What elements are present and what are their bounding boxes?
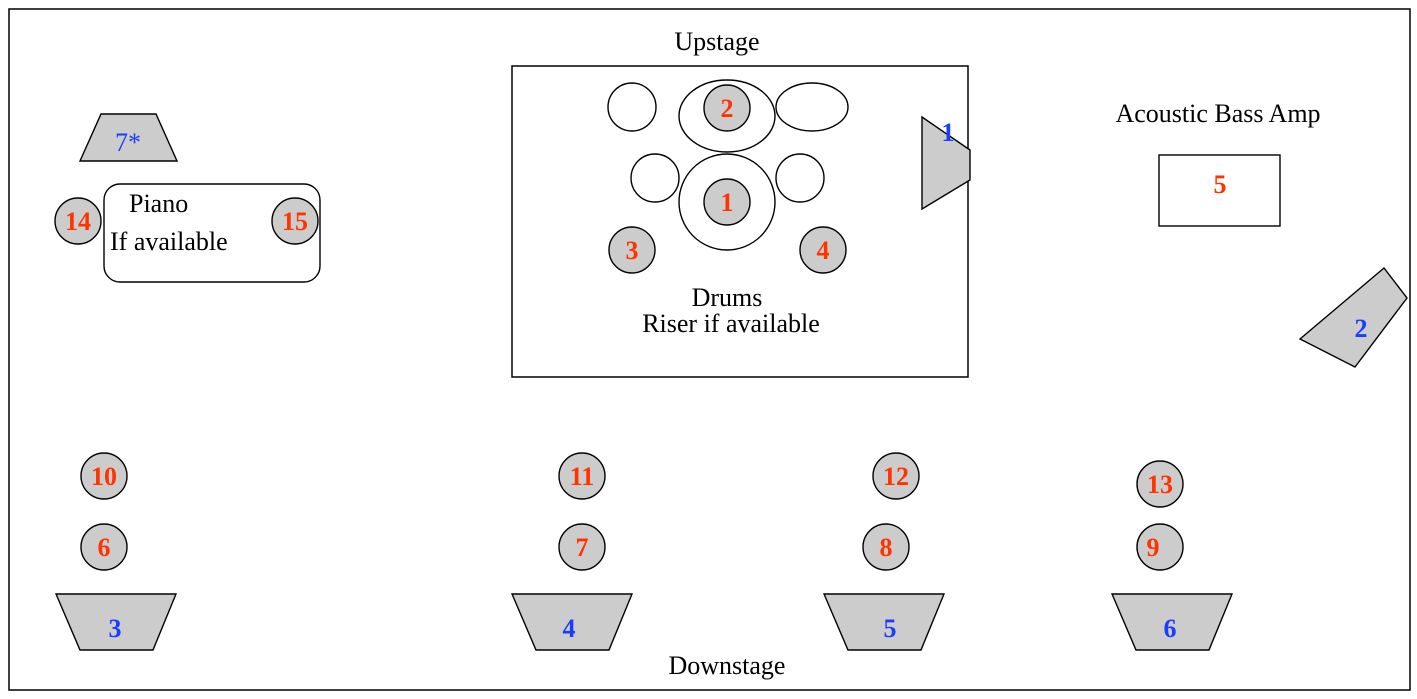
svg-text:1: 1 bbox=[721, 188, 734, 217]
svg-text:4: 4 bbox=[817, 236, 830, 265]
downstage-label: Downstage bbox=[669, 651, 786, 680]
drums-label: Drums bbox=[692, 283, 763, 312]
mic-12: 12 bbox=[872, 452, 920, 500]
mic-14: 14 bbox=[54, 197, 102, 245]
monitor-wedge-2: 2 bbox=[1298, 266, 1408, 368]
mic-4: 4 bbox=[799, 226, 847, 274]
svg-text:10: 10 bbox=[91, 462, 117, 491]
upstage-label: Upstage bbox=[674, 27, 759, 56]
mic-6: 6 bbox=[80, 523, 128, 571]
monitor-wedge-4: 4 bbox=[510, 593, 634, 651]
mic-2: 2 bbox=[703, 84, 751, 132]
svg-text:13: 13 bbox=[1147, 470, 1173, 499]
mic-15: 15 bbox=[271, 197, 319, 245]
piano: Piano If available 14 15 bbox=[54, 183, 321, 283]
svg-text:1: 1 bbox=[942, 118, 955, 147]
svg-text:5: 5 bbox=[884, 614, 897, 643]
mic-10: 10 bbox=[80, 452, 128, 500]
svg-text:12: 12 bbox=[883, 462, 909, 491]
monitor-wedge-7: 7* bbox=[78, 113, 179, 162]
monitor-wedge-3: 3 bbox=[54, 593, 178, 651]
mic-5: 5 bbox=[1214, 170, 1227, 199]
drum-tom-left bbox=[630, 153, 680, 203]
piano-note: If available bbox=[110, 227, 228, 256]
piano-outline bbox=[103, 183, 321, 283]
bass-amp-box: 5 bbox=[1158, 154, 1281, 227]
drums-riser-note: Riser if available bbox=[642, 309, 820, 338]
svg-text:7*: 7* bbox=[115, 128, 141, 157]
mic-11: 11 bbox=[558, 452, 606, 500]
stage-border bbox=[8, 8, 1411, 691]
svg-text:6: 6 bbox=[98, 533, 111, 562]
svg-text:11: 11 bbox=[570, 462, 595, 491]
svg-text:3: 3 bbox=[109, 614, 122, 643]
svg-text:4: 4 bbox=[563, 614, 576, 643]
monitor-wedge-1: 1 bbox=[921, 115, 971, 211]
svg-text:2: 2 bbox=[1355, 314, 1368, 343]
mic-9: 9 bbox=[1136, 523, 1184, 571]
svg-text:6: 6 bbox=[1164, 614, 1177, 643]
svg-text:7: 7 bbox=[576, 533, 589, 562]
svg-text:3: 3 bbox=[626, 236, 639, 265]
drum-riser: 2 1 3 4 Drums Riser if available bbox=[511, 65, 969, 378]
monitor-wedge-5: 5 bbox=[822, 593, 946, 651]
svg-text:14: 14 bbox=[65, 207, 91, 236]
mic-7: 7 bbox=[558, 523, 606, 571]
mic-1: 1 bbox=[703, 178, 751, 226]
drum-cymbal-right bbox=[775, 82, 849, 132]
acoustic-bass-amp-label: Acoustic Bass Amp bbox=[1115, 99, 1320, 128]
mic-8: 8 bbox=[862, 523, 910, 571]
drum-cymbal-left bbox=[607, 82, 657, 132]
monitor-wedge-6: 6 bbox=[1110, 593, 1234, 651]
drum-tom-right bbox=[775, 153, 825, 203]
svg-text:9: 9 bbox=[1147, 533, 1160, 562]
svg-text:8: 8 bbox=[880, 533, 893, 562]
svg-text:15: 15 bbox=[282, 207, 308, 236]
mic-3: 3 bbox=[608, 226, 656, 274]
mic-13: 13 bbox=[1136, 460, 1184, 508]
piano-label: Piano bbox=[129, 189, 188, 218]
svg-text:2: 2 bbox=[721, 94, 734, 123]
